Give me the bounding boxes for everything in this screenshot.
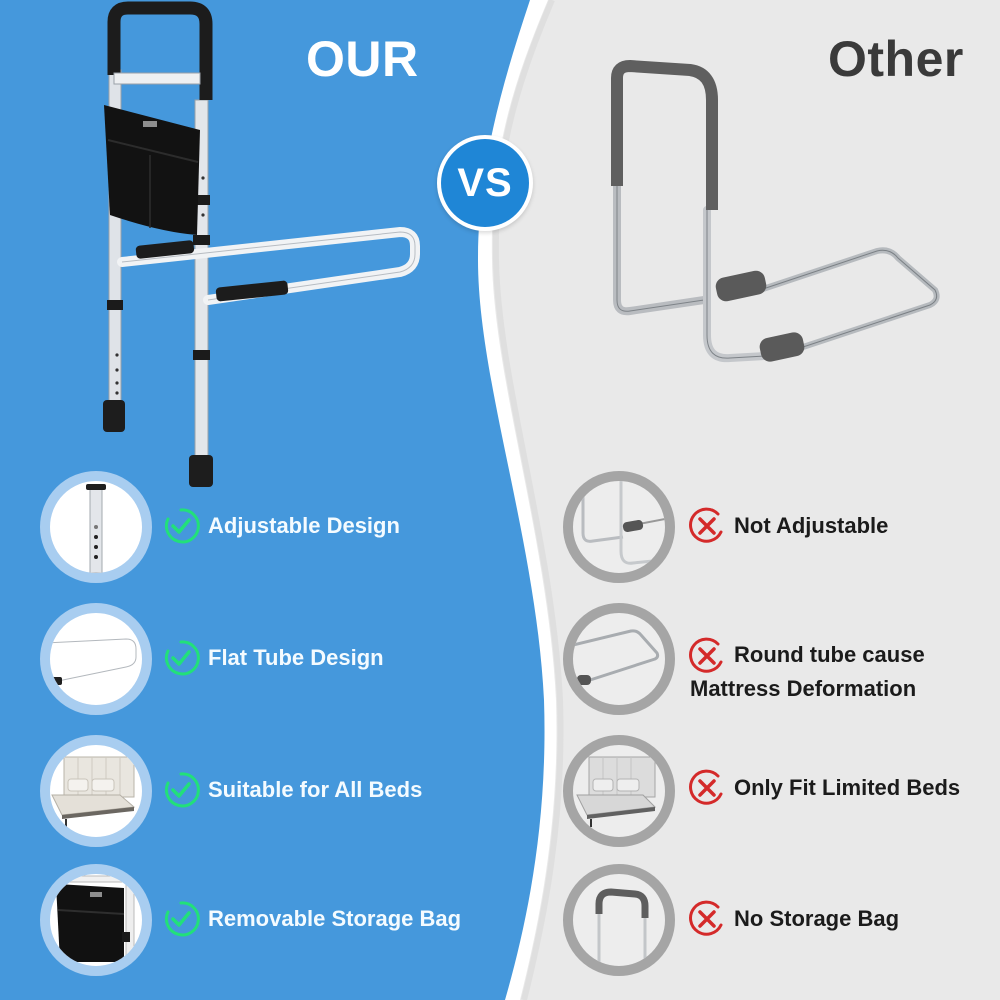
- other-feature-row: Round tube cause: [688, 637, 925, 675]
- feature-label-line2: Mattress Deformation: [690, 676, 917, 701]
- other-feature-row: Not Adjustable: [688, 507, 888, 545]
- other-feature-row: No Storage Bag: [688, 900, 899, 938]
- x-circle-icon: [688, 769, 726, 807]
- ours-feature-row: Flat Tube Design: [162, 639, 384, 677]
- feature-label: No Storage Bag: [734, 906, 900, 932]
- feature-label: Removable Storage Bag: [208, 906, 462, 932]
- ours-title: OUR: [306, 31, 419, 87]
- other-feature-row-continued: Mattress Deformation: [690, 673, 916, 705]
- feature-label: Suitable for All Beds: [208, 777, 423, 803]
- other-thumbnail-handle: [563, 864, 675, 976]
- other-thumbnail-round-tube: [563, 603, 675, 715]
- check-circle-icon: [162, 507, 200, 545]
- ours-product-image: [103, 1, 420, 487]
- x-circle-icon: [688, 507, 726, 545]
- x-circle-icon: [688, 900, 726, 938]
- feature-label: Round tube cause: [734, 642, 925, 667]
- check-circle-icon: [162, 639, 200, 677]
- other-thumbnail-fixed-leg: [563, 471, 675, 583]
- check-circle-icon: [162, 771, 200, 809]
- x-circle-icon: [688, 637, 726, 675]
- other-product-image: [611, 60, 940, 363]
- ours-thumbnail-storage-bag: [40, 864, 152, 976]
- check-circle-icon: [162, 900, 200, 938]
- feature-label: Not Adjustable: [734, 513, 889, 539]
- ours-feature-row: Suitable for All Beds: [162, 771, 422, 809]
- ours-feature-row: Removable Storage Bag: [162, 900, 461, 938]
- other-feature-row: Only Fit Limited Beds: [688, 769, 960, 807]
- vs-label: VS: [441, 139, 529, 227]
- feature-label: Only Fit Limited Beds: [734, 775, 961, 801]
- other-title: Other: [828, 31, 964, 87]
- feature-label: Flat Tube Design: [208, 645, 384, 671]
- ours-thumbnail-adjustable: [40, 471, 152, 583]
- ours-thumbnail-bed: [40, 735, 152, 847]
- ours-thumbnail-flat-tube: [40, 603, 152, 715]
- other-thumbnail-bed: [563, 735, 675, 847]
- feature-label: Adjustable Design: [208, 513, 400, 539]
- ours-feature-row: Adjustable Design: [162, 507, 400, 545]
- vs-badge: VS: [437, 135, 533, 231]
